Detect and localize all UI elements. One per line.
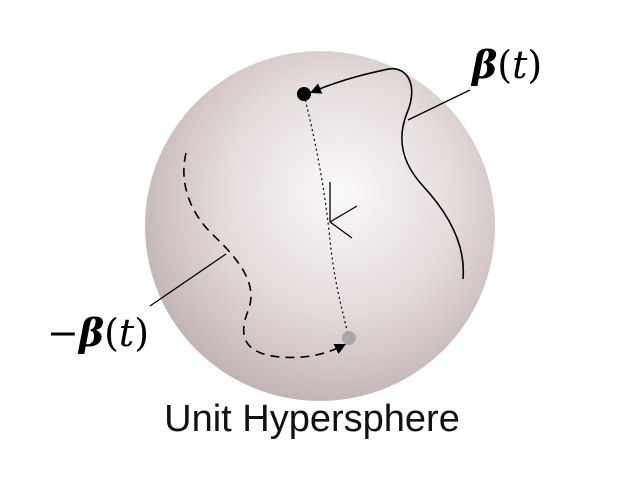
beta-negative-label: −β(t) [47,310,149,355]
beta-negative-leader-line [149,253,227,307]
beta-positive-point [297,87,311,101]
beta-positive-trajectory [309,67,465,280]
beta-positive-label: β(t) [470,42,542,87]
antipodal-dotted-line [303,94,350,339]
origin-axes-marker [329,182,358,239]
beta-negative-point [342,331,356,345]
beta-positive-leader-line [407,89,471,121]
diagram-caption: Unit Hypersphere [164,398,460,440]
unit-sphere [145,51,495,401]
